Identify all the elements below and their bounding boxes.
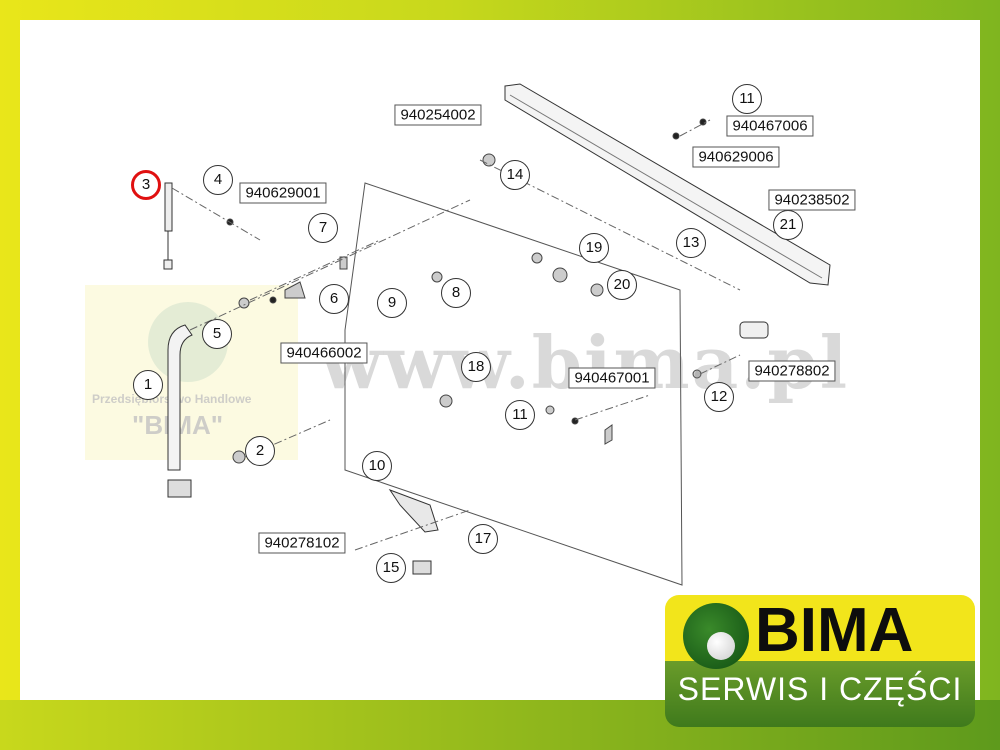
part-number-label[interactable]: 940278802 [748,360,836,382]
callout-19[interactable]: 19 [579,233,609,263]
callout-15[interactable]: 15 [376,553,406,583]
callout-3-highlighted[interactable]: 3 [131,170,161,200]
watermark-box [85,285,298,460]
callout-14[interactable]: 14 [500,160,530,190]
logo-tagline: SERWIS I CZĘŚCI [677,671,963,707]
callout-21[interactable]: 21 [773,210,803,240]
handle-rod [167,324,193,471]
logo-brand: BIMA [755,596,914,665]
callout-7[interactable]: 7 [308,213,338,243]
callout-10[interactable]: 10 [362,451,392,481]
callout-6[interactable]: 6 [319,284,349,314]
callout-1[interactable]: 1 [133,370,163,400]
callout-12[interactable]: 12 [704,382,734,412]
callout-20[interactable]: 20 [607,270,637,300]
part-number-label[interactable]: 940467006 [726,115,814,137]
gas-strut [163,182,173,270]
callout-18[interactable]: 18 [461,352,491,382]
logo-bottom-band [665,661,975,727]
part-number-label[interactable]: 940238502 [768,189,856,211]
callout-13[interactable]: 13 [676,228,706,258]
part-number-label[interactable]: 940254002 [394,104,482,126]
logo-ball-highlight-icon [707,632,735,660]
callout-4[interactable]: 4 [203,165,233,195]
callout-11[interactable]: 11 [505,400,535,430]
part-number-label[interactable]: 940466002 [280,342,368,364]
part-number-label[interactable]: 940629001 [239,182,327,204]
part-number-label[interactable]: 940278102 [258,532,346,554]
bima-logo: BIMA SERWIS I CZĘŚCI [665,595,975,730]
callout-17[interactable]: 17 [468,524,498,554]
part-number-label[interactable]: 940467001 [568,367,656,389]
callout-9[interactable]: 9 [377,288,407,318]
part-number-label[interactable]: 940629006 [692,146,780,168]
callout-11-top[interactable]: 11 [732,84,762,114]
callout-2[interactable]: 2 [245,436,275,466]
rail-beam [504,83,831,286]
callout-5[interactable]: 5 [202,319,232,349]
callout-8[interactable]: 8 [441,278,471,308]
